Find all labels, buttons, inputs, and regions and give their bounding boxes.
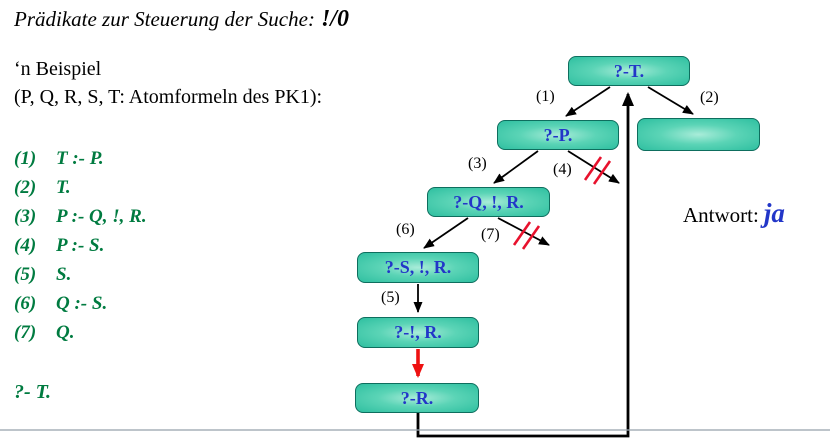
clause-row: (2) T.: [14, 177, 147, 206]
tree-node-p: ?-P.: [497, 120, 619, 150]
clause-row: (4) P :- S.: [14, 235, 147, 264]
intro-block: ‘n Beispiel (P, Q, R, S, T: Atomformeln …: [14, 55, 322, 111]
clause-number: (1): [14, 148, 37, 169]
clause-row: (1) T :- P.: [14, 148, 147, 177]
edge-label-7: (7): [481, 226, 500, 243]
tree-node-empty: [637, 118, 760, 151]
tree-node-label: ?-P.: [543, 124, 573, 145]
clause-body: Q :- S.: [56, 293, 108, 314]
answer-label: Antwort:: [683, 203, 759, 227]
clause-number: (4): [14, 235, 37, 256]
clause-body: T.: [56, 177, 71, 198]
clause-number: (3): [14, 206, 37, 227]
edge-label-2: (2): [700, 89, 719, 106]
edge-label-5: (5): [381, 289, 400, 306]
clause-number: (2): [14, 177, 37, 198]
query-text: ?- T.: [14, 381, 52, 403]
clause-row: (5) S.: [14, 264, 147, 293]
tree-node-cut: ?-!, R.: [357, 317, 479, 348]
answer: Antwort:ja: [683, 198, 785, 229]
clause-number: (6): [14, 293, 37, 314]
clause-body: P :- S.: [56, 235, 105, 256]
tree-node-label: ?-R.: [400, 387, 434, 408]
page-title: Prädikate zur Steuerung der Suche:!/0: [14, 6, 349, 33]
clause-body: S.: [56, 264, 72, 285]
clause-body: P :- Q, !, R.: [56, 206, 147, 227]
clause-number: (5): [14, 264, 37, 285]
tree-node-label: ?-Q, !, R.: [453, 191, 524, 212]
tree-node-r: ?-R.: [355, 383, 479, 413]
tree-node-t: ?-T.: [568, 56, 690, 86]
edge-label-3: (3): [468, 155, 487, 172]
tree-node-q: ?-Q, !, R.: [427, 187, 550, 217]
tree-node-s: ?-S, !, R.: [357, 252, 479, 283]
clause-row: (6) Q :- S.: [14, 293, 147, 322]
tree-node-label: ?-S, !, R.: [384, 257, 452, 277]
answer-value: ja: [763, 198, 785, 228]
clause-body: Q.: [56, 322, 75, 343]
clause-body: T :- P.: [56, 148, 104, 169]
edge-label-6: (6): [396, 221, 415, 238]
title-text: Prädikate zur Steuerung der Suche:: [14, 7, 315, 31]
intro-line-1: ‘n Beispiel: [14, 58, 102, 80]
bottom-divider: [0, 429, 830, 431]
intro-line-2: (P, Q, R, S, T: Atomformeln des PK1):: [14, 86, 323, 108]
tree-node-label: ?-T.: [613, 60, 645, 81]
edge-label-4: (4): [553, 161, 572, 178]
clause-list: (1) T :- P. (2) T. (3) P :- Q, !, R. (4)…: [14, 148, 147, 351]
clause-number: (7): [14, 322, 37, 343]
cut-symbol: !/0: [320, 6, 349, 32]
clause-row: (3) P :- Q, !, R.: [14, 206, 147, 235]
clause-row: (7) Q.: [14, 322, 147, 351]
edge-label-1: (1): [536, 88, 555, 105]
tree-node-label: ?-!, R.: [394, 322, 442, 342]
